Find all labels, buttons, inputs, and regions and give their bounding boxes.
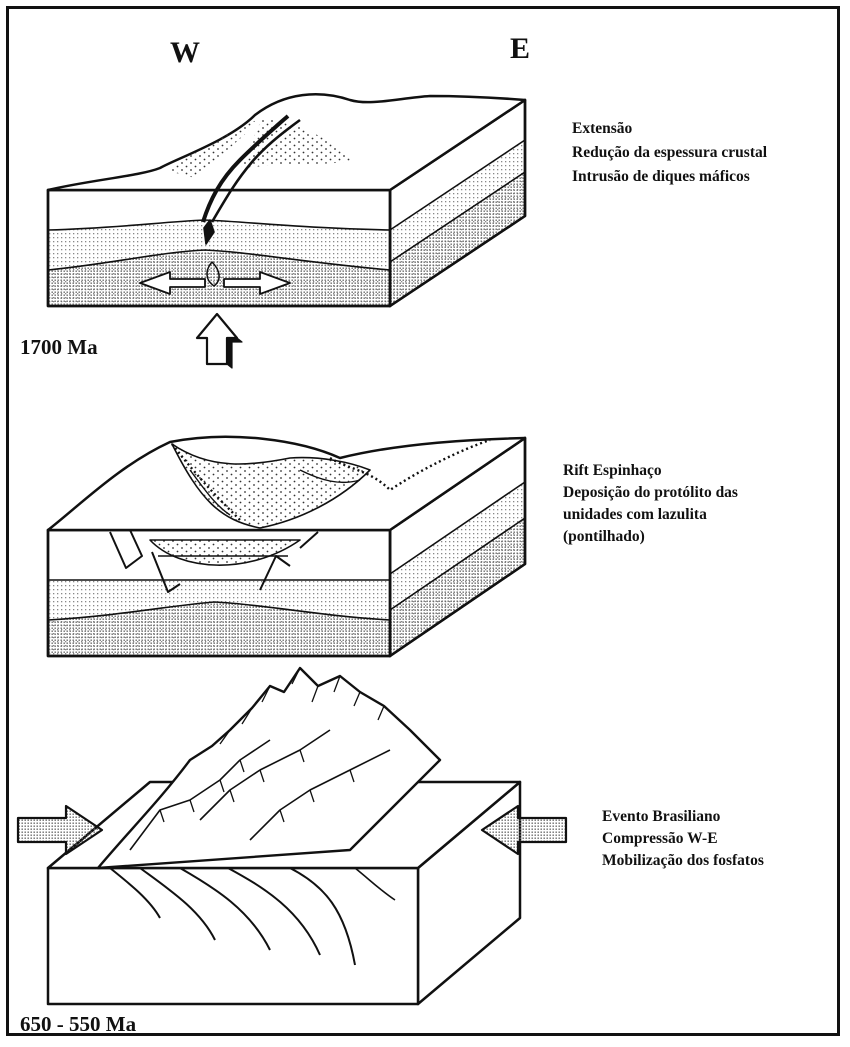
stage3-notes: Evento Brasiliano Compressão W-E Mobiliz… (602, 806, 764, 872)
block-rift (46, 435, 527, 658)
stage1-age-label: 1700 Ma (20, 335, 98, 359)
stage1-note: Extensão (572, 120, 633, 137)
stage1-notes: Extensão Redução da espessura crustal In… (572, 117, 767, 189)
stage1-note: Redução da espessura crustal (572, 144, 768, 161)
stage3-age-label: 650 - 550 Ma (20, 1012, 137, 1036)
stage2-note: unidades com lazulita (563, 506, 707, 523)
stage2-notes: Rift Espinhaço Deposição do protólito da… (563, 460, 738, 548)
stage3-note: Mobilização dos fosfatos (602, 852, 764, 869)
stage1-note: Intrusão de diques máficos (572, 168, 750, 185)
stage2-note: (pontilhado) (563, 528, 645, 545)
stage3-note: Evento Brasiliano (602, 808, 721, 825)
direction-east-label: E (510, 32, 531, 65)
stage3-note: Compressão W-E (602, 830, 718, 847)
stage2-note: Rift Espinhaço (563, 462, 662, 479)
stage2-note: Deposição do protólito das (563, 484, 738, 501)
direction-west-label: W (170, 36, 200, 69)
block-extension (46, 93, 527, 369)
block-compression (16, 666, 568, 1006)
